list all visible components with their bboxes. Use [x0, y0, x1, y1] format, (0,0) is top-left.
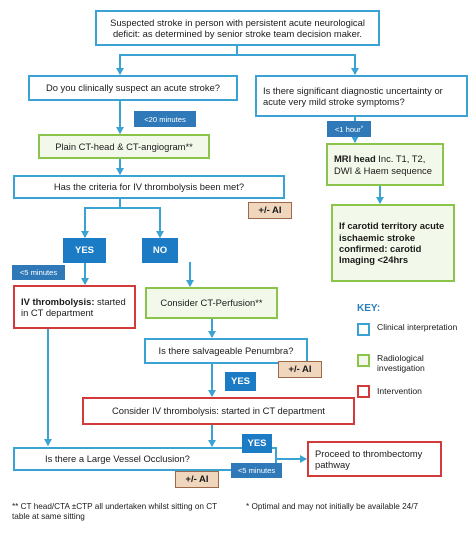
thrombolysis-criteria-text: Has the criteria for IV thrombolysis bee… [53, 181, 245, 193]
ct-perfusion-text: Consider CT-Perfusion** [160, 297, 263, 309]
penumbra-text: Is there salvageable Penumbra? [158, 345, 294, 357]
iv-thrombolysis-detail: started in CT department [21, 295, 126, 318]
footnote-ct: ** CT head/CTA ±CTP all undertaken whils… [12, 502, 218, 521]
carotid-imaging-text: If carotid territory acute ischaemic str… [339, 220, 445, 266]
ai-badge-lvo: +/- AI [175, 471, 219, 488]
yes-criteria-met-text: YES [74, 245, 94, 256]
carotid-imaging-box: If carotid territory acute ischaemic str… [331, 204, 455, 282]
yes-penumbra: YES [225, 372, 256, 391]
ai-badge-criteria: +/- AI [248, 202, 292, 219]
penumbra-box: Is there salvageable Penumbra? [144, 338, 308, 364]
ai-badge-criteria-text: +/- AI [258, 205, 282, 216]
consider-iv-thrombolysis-box: Consider IV thrombolysis: started in CT … [82, 397, 355, 425]
plain-ct-box: Plain CT-head & CT-angiogram** [38, 134, 210, 159]
key-swatch-clinical [357, 323, 370, 336]
mri-head-label: MRI head [334, 153, 376, 165]
no-criteria-not-met-text: NO [152, 245, 168, 256]
yes-penumbra-text: YES [230, 376, 250, 387]
time-tag-1hour-text: <1 hour [334, 124, 361, 134]
time-tag-5min-a: <5 minutes [12, 265, 65, 280]
mri-head-detail: Inc. T1, T2, DWI & Haem sequence [334, 153, 432, 176]
ai-badge-penumbra-text: +/- AI [288, 364, 312, 375]
iv-thrombolysis-label: IV thrombolysis: [21, 295, 95, 307]
suspected-stroke-text: Suspected stroke in person with persiste… [110, 16, 365, 39]
time-tag-1hour: <1 hour* [327, 121, 371, 137]
key-swatch-radiological [357, 354, 370, 367]
plain-ct-text: Plain CT-head & CT-angiogram** [55, 140, 193, 152]
footnote-optimal: * Optimal and may not initially be avail… [246, 502, 419, 511]
mri-head-box: MRI head Inc. T1, T2, DWI & Haem sequenc… [326, 143, 444, 186]
key-label-clinical: Clinical interpretation [377, 322, 458, 332]
large-vessel-occlusion-box: Is there a Large Vessel Occlusion? [13, 447, 277, 471]
thrombolysis-criteria-box: Has the criteria for IV thrombolysis bee… [13, 175, 285, 199]
time-tag-20min: <20 minutes [134, 111, 196, 127]
yes-criteria-met: YES [63, 238, 106, 263]
no-criteria-not-met: NO [142, 238, 178, 263]
clinical-suspicion-box: Do you clinically suspect an acute strok… [28, 75, 238, 101]
time-tag-5min-b: <5 minutes [231, 463, 282, 478]
suspected-stroke-box: Suspected stroke in person with persiste… [95, 10, 380, 46]
clinical-suspicion-text: Do you clinically suspect an acute strok… [45, 82, 221, 94]
iv-thrombolysis-box: IV thrombolysis: started in CT departmen… [13, 285, 136, 329]
time-tag-20min-text: <20 minutes [144, 114, 186, 124]
time-tag-1hour-mark: * [360, 126, 364, 132]
diagnostic-uncertainty-text: Is there significant diagnostic uncertai… [263, 84, 443, 107]
key-label-intervention: Intervention [377, 386, 422, 396]
time-tag-5min-a-text: <5 minutes [19, 268, 58, 277]
yes-lvo-text: YES [247, 438, 267, 449]
ai-badge-lvo-text: +/- AI [185, 474, 209, 485]
ct-perfusion-box: Consider CT-Perfusion** [145, 287, 278, 319]
key-swatch-intervention [357, 385, 370, 398]
yes-lvo: YES [242, 434, 272, 453]
key-label-radiological: Radiological investigation [377, 353, 425, 374]
thrombectomy-box: Proceed to thrombectomy pathway [307, 441, 442, 477]
diagnostic-uncertainty-box: Is there significant diagnostic uncertai… [255, 75, 468, 117]
thrombectomy-text: Proceed to thrombectomy pathway [315, 447, 423, 470]
time-tag-5min-b-text: <5 minutes [237, 466, 276, 475]
mri-head-text: MRI head Inc. T1, T2, DWI & Haem sequenc… [334, 153, 442, 176]
iv-thrombolysis-text: IV thrombolysis: started in CT departmen… [21, 296, 134, 319]
ai-badge-penumbra: +/- AI [278, 361, 322, 378]
large-vessel-occlusion-text: Is there a Large Vessel Occlusion? [45, 453, 190, 465]
key-title: KEY: [357, 303, 381, 314]
consider-iv-thrombolysis-text: Consider IV thrombolysis: started in CT … [112, 405, 325, 417]
